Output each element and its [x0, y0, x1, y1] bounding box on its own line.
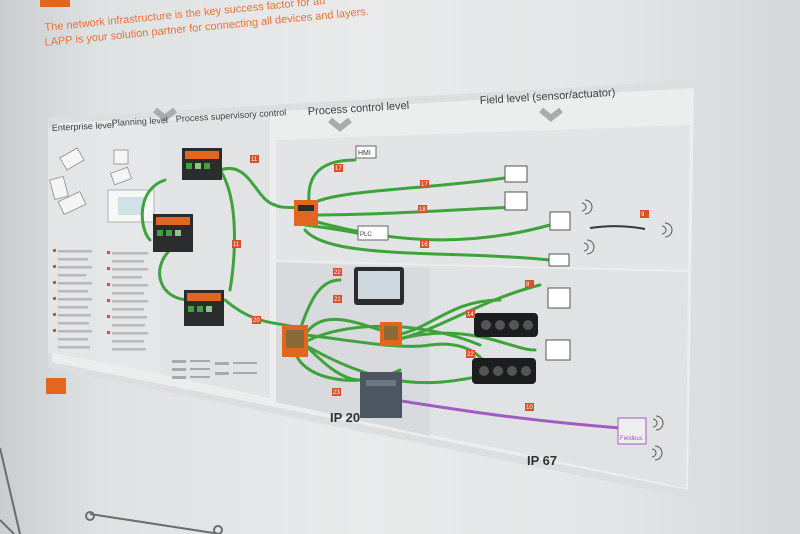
lapp-logo-tag [46, 378, 66, 394]
cable-badge: 16 [421, 242, 428, 248]
distributor-box [474, 313, 538, 337]
wireless-signal-icon [581, 199, 673, 461]
sensor-cable [589, 225, 646, 230]
cable-badge: 22 [467, 352, 474, 358]
ethernet-cables [140, 158, 552, 385]
process-zone-upper [276, 125, 690, 270]
cable-number-badges: 11 11 17 17 18 16 22 21 14 8 9 10 20 23 … [232, 155, 649, 411]
planning-bullet-list [112, 252, 148, 351]
cable-badge: 8 [526, 282, 530, 288]
enterprise-computer-icon [49, 147, 133, 215]
bullet-markers [53, 249, 110, 334]
plc-label: PLC [360, 232, 372, 238]
arrow-icon [539, 107, 563, 122]
cable-badge: 21 [334, 297, 341, 303]
fieldbus-cable [394, 398, 621, 430]
brand-tab [40, 0, 70, 7]
connector-block [294, 200, 318, 226]
cable-badge: 17 [335, 166, 342, 172]
planning-screen [118, 197, 144, 215]
cable-badge: 22 [334, 270, 341, 276]
switch-module [153, 214, 193, 252]
enterprise-bullet-list [58, 250, 92, 349]
cable-badge: 9 [641, 212, 645, 218]
hmi-label: HMI [358, 150, 371, 157]
switch-module [184, 290, 224, 326]
hmi-icon [355, 145, 377, 159]
cable-badge: 11 [233, 242, 240, 248]
planning-level-label: Planning level [112, 115, 168, 128]
wall-joint [24, 0, 27, 534]
legend-block [172, 360, 257, 379]
stand-frame [0, 447, 223, 534]
distributor-box [472, 358, 536, 384]
fieldbus-module [617, 417, 647, 445]
switch-module [182, 148, 222, 180]
arrow-icon [153, 107, 177, 122]
cable-badge: 20 [253, 318, 260, 324]
ip67-label: IP 67 [527, 453, 557, 468]
cable-badge: 23 [333, 390, 340, 396]
fieldbus-label: Fieldbus [620, 436, 643, 442]
cable-badge: 14 [467, 312, 474, 318]
controller-unit [360, 372, 402, 418]
ip20-label: IP 20 [330, 410, 360, 425]
cable-badge: 10 [526, 405, 533, 411]
cable-badge: 11 [251, 157, 258, 163]
plc-icon [357, 225, 389, 241]
supervisory-column [160, 114, 270, 398]
sensor-icon [504, 165, 571, 361]
arrow-icon [328, 117, 352, 132]
enterprise-level-label: Enterprise level [52, 120, 114, 133]
cable-badge: 18 [419, 207, 426, 213]
planning-column [100, 121, 160, 374]
cable-badge: 17 [421, 182, 428, 188]
